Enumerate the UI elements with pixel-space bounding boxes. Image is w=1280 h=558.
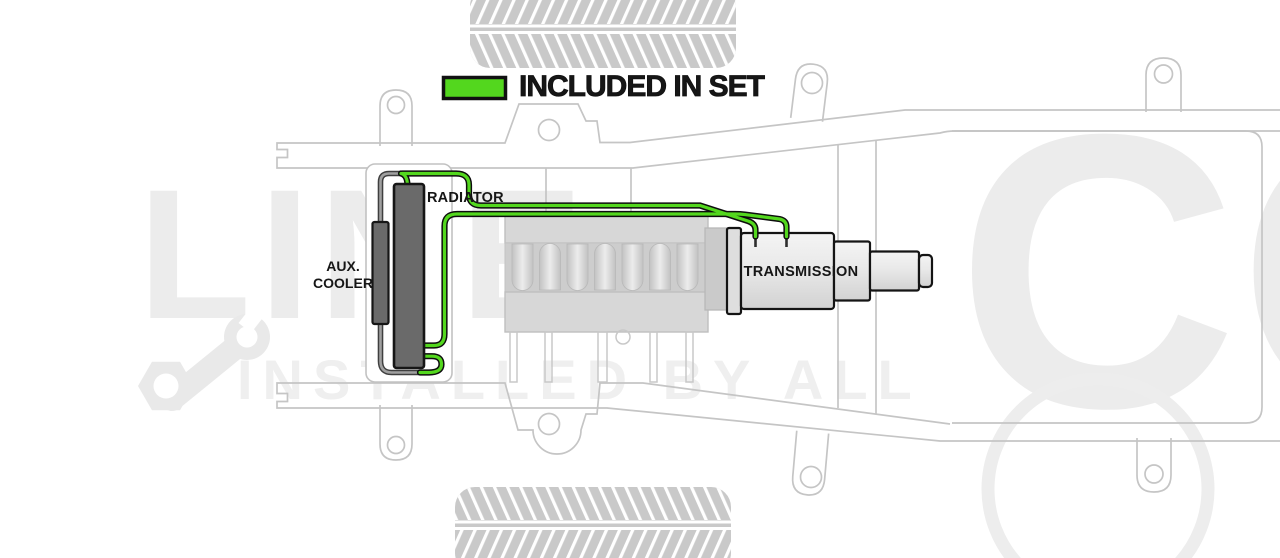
aux-cooler-label-line1: AUX. <box>326 258 359 274</box>
shackle-bracket <box>789 63 829 122</box>
transmission <box>725 226 934 316</box>
watermark-tagline: INSTALLED BY ALL <box>237 348 922 411</box>
frame-rail-top <box>276 103 1280 169</box>
engine-block <box>504 214 733 383</box>
engine-mount-legs <box>509 329 694 383</box>
wrench-icon <box>138 307 270 411</box>
shackle-bracket <box>1145 57 1182 112</box>
tire-front-top <box>470 0 736 68</box>
frame-rail-bottom <box>276 382 1280 455</box>
crossmember-hole <box>537 118 561 142</box>
included-cooler-lines-green <box>397 170 790 376</box>
frame-rear-box <box>952 130 1263 424</box>
watermark: LINE CO INSTALLED BY ALL <box>138 53 1280 558</box>
watermark-ring <box>981 372 1215 558</box>
shackle-bracket <box>379 89 413 146</box>
aux-cooler <box>371 220 390 326</box>
legend-label: INCLUDED IN SET <box>519 70 765 103</box>
tire-front-bottom <box>455 487 731 558</box>
legend-swatch <box>441 75 508 101</box>
part-labels: RADIATOR AUX. COOLER TRANSMISSION <box>313 190 858 291</box>
radiator-label: RADIATOR <box>427 190 504 206</box>
radiator <box>392 182 426 370</box>
legend: INCLUDED IN SET <box>441 70 766 103</box>
crossmember-hole <box>537 412 561 436</box>
aux-cooler-hoses-gray <box>377 170 424 376</box>
transmission-label: TRANSMISSION <box>744 264 859 280</box>
shackle-bracket <box>379 405 413 461</box>
shackle-bracket <box>791 430 830 496</box>
chassis-frame <box>276 57 1280 496</box>
engine-cylinders <box>511 243 699 291</box>
aux-cooler-label-line2: COOLER <box>313 275 373 291</box>
